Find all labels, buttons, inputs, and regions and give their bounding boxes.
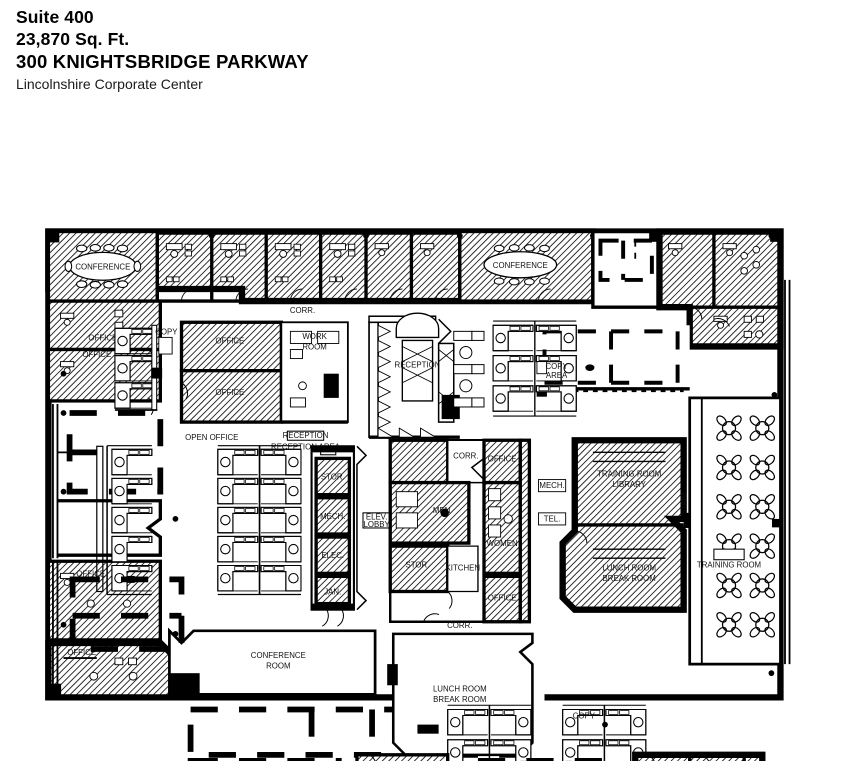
svg-text:RECEPTION: RECEPTION bbox=[283, 431, 329, 440]
svg-text:LUNCH ROOM: LUNCH ROOM bbox=[433, 684, 487, 693]
room-open-south: CONFERENCE ROOM bbox=[168, 627, 377, 696]
svg-text:OFFICE: OFFICE bbox=[67, 648, 96, 657]
workstation-cluster-north: COPY AREA bbox=[492, 320, 595, 417]
reception-desk: RECEPTION bbox=[395, 312, 441, 402]
svg-text:TEL.: TEL. bbox=[544, 514, 561, 523]
svg-text:CONFERENCE: CONFERENCE bbox=[75, 262, 130, 271]
svg-text:OFFICE: OFFICE bbox=[215, 388, 244, 397]
room-cafe-east: TRAINING ROOM bbox=[688, 392, 782, 666]
restroom-block: CORR. OFFICE MEN WOMEN bbox=[388, 438, 522, 627]
nw-interior-suite: OFFICE OFFICE WORK ROOM RECEPTION RECEPT… bbox=[174, 320, 349, 451]
svg-text:JAN.: JAN. bbox=[324, 588, 341, 597]
svg-text:RECEPTION: RECEPTION bbox=[395, 361, 441, 370]
property-address: 300 KNIGHTSBRIDGE PARKWAY bbox=[16, 51, 309, 72]
svg-text:OFFICE: OFFICE bbox=[215, 336, 244, 345]
svg-text:OFFICE: OFFICE bbox=[82, 350, 111, 359]
workstation-cluster-south-a bbox=[417, 704, 530, 761]
svg-text:OFFICE: OFFICE bbox=[76, 569, 105, 578]
svg-text:OFFICE: OFFICE bbox=[88, 333, 117, 342]
svg-text:KITCHEN: KITCHEN bbox=[446, 563, 481, 572]
ne-secondary-bay bbox=[536, 325, 690, 401]
svg-text:COPY: COPY bbox=[545, 362, 568, 371]
svg-text:STAIR: STAIR bbox=[680, 492, 689, 515]
svg-text:CORR.: CORR. bbox=[453, 451, 478, 460]
svg-text:STOR.: STOR. bbox=[321, 473, 345, 482]
svg-text:RECEPTION AREA: RECEPTION AREA bbox=[271, 442, 341, 451]
center-north-zone: RECEPTION bbox=[368, 312, 485, 439]
east-large-rooms: TRAINING ROOM LIBRARY LUNCH ROOM BREAK R… bbox=[559, 437, 696, 613]
suite-area: 23,870 Sq. Ft. bbox=[16, 29, 130, 49]
svg-text:WORK: WORK bbox=[302, 332, 327, 341]
svg-text:ROOM: ROOM bbox=[302, 343, 326, 352]
svg-text:COPY: COPY bbox=[155, 327, 178, 336]
svg-text:LOBBY: LOBBY bbox=[364, 520, 391, 529]
svg-text:BREAK ROOM: BREAK ROOM bbox=[603, 574, 656, 583]
core-right-tags: MECH. TEL. bbox=[537, 479, 590, 526]
svg-text:BREAK ROOM: BREAK ROOM bbox=[433, 695, 486, 704]
workstation-cluster-south-b: COPY bbox=[562, 704, 646, 761]
room-conference-nw: CONFERENCE bbox=[46, 229, 159, 303]
ne-zone bbox=[536, 228, 784, 401]
floor-plan-drawing: CONFERENCE bbox=[0, 180, 847, 761]
room-break-south: LUNCH ROOM BREAK ROOM CORR. bbox=[387, 621, 534, 757]
svg-text:AREA: AREA bbox=[546, 371, 568, 380]
room-conference-north: CONFERENCE bbox=[458, 229, 595, 303]
svg-text:OPEN OFFICE: OPEN OFFICE bbox=[185, 433, 238, 442]
svg-text:OFFICE: OFFICE bbox=[488, 594, 517, 603]
plan-header: Suite 400 23,870 Sq. Ft. 300 KNIGHTSBRID… bbox=[16, 6, 516, 94]
svg-text:CONFERENCE: CONFERENCE bbox=[251, 651, 306, 660]
ne-corner-offices bbox=[656, 228, 784, 350]
svg-text:CORR.: CORR. bbox=[447, 621, 472, 630]
svg-text:TRAINING ROOM: TRAINING ROOM bbox=[597, 470, 661, 479]
south-perimeter: OFFICE OFFICE bbox=[355, 751, 766, 761]
svg-text:ELEC.: ELEC. bbox=[321, 551, 344, 560]
room-office-sw: OFFICE bbox=[46, 559, 162, 642]
svg-text:LIBRARY: LIBRARY bbox=[612, 480, 646, 489]
floor-plan-svg: CONFERENCE bbox=[0, 180, 847, 761]
south-future-block bbox=[187, 706, 533, 758]
reception-seating bbox=[453, 330, 485, 408]
room-office-w1: OFFICE bbox=[46, 299, 162, 352]
svg-text:MECH.: MECH. bbox=[320, 512, 345, 521]
svg-text:ELEV.: ELEV. bbox=[366, 513, 388, 522]
workstation-group-nw: COPY bbox=[114, 324, 178, 411]
svg-text:OFFICE: OFFICE bbox=[388, 760, 417, 761]
core-service-stack: STOR. MECH. ELEC. JAN. bbox=[310, 445, 355, 627]
svg-text:WOMEN: WOMEN bbox=[487, 539, 518, 548]
property-complex: Lincolnshire Corporate Center bbox=[16, 76, 203, 92]
svg-text:MECH.: MECH. bbox=[539, 481, 564, 490]
svg-text:TRAINING ROOM: TRAINING ROOM bbox=[697, 560, 761, 569]
svg-text:ROOM: ROOM bbox=[266, 662, 290, 671]
svg-text:STOR.: STOR. bbox=[406, 560, 430, 569]
suite-number: Suite 400 bbox=[16, 7, 94, 27]
sw-future-areas bbox=[52, 561, 185, 689]
core-corridor: ELEV. LOBBY bbox=[356, 445, 391, 611]
svg-text:CONFERENCE: CONFERENCE bbox=[493, 261, 548, 270]
svg-text:OFFICE: OFFICE bbox=[488, 454, 517, 463]
svg-text:LUNCH ROOM: LUNCH ROOM bbox=[602, 563, 656, 572]
east-exterior-strip bbox=[784, 279, 791, 665]
workstation-bank-main-left: OPEN OFFICE bbox=[96, 433, 301, 596]
svg-text:COPY: COPY bbox=[573, 712, 596, 721]
svg-text:CORR.: CORR. bbox=[290, 306, 315, 315]
